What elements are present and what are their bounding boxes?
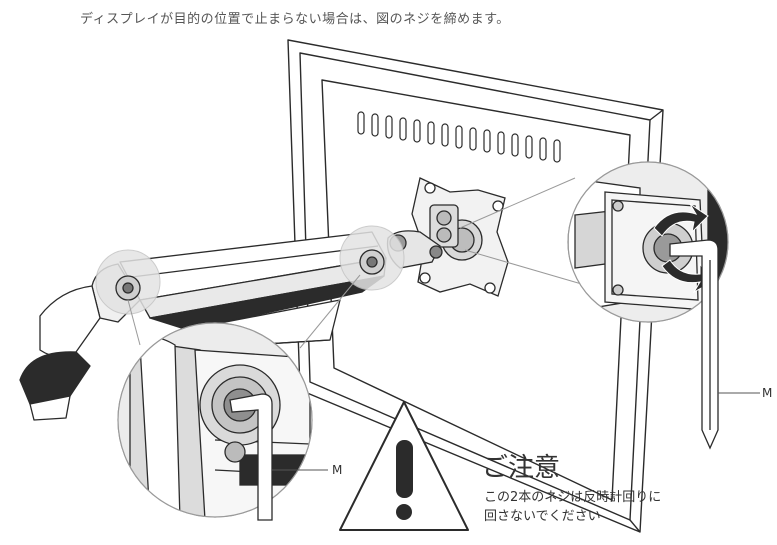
rotate-arrows-icon	[653, 203, 713, 294]
hex-key-icon	[669, 239, 719, 450]
callout-lines	[127, 177, 586, 349]
zoom-circle-left	[117, 322, 313, 518]
vent-slots	[357, 111, 561, 163]
hex-key-left-icon	[229, 393, 273, 521]
warning-triangle-icon	[339, 401, 469, 531]
instruction-text: ディスプレイが目的の位置で止まらない場合は、図のネジを締めます。	[80, 12, 510, 27]
caution-text: この2本のネジは反時計回りに 回さないでください	[484, 488, 661, 526]
callout-label-left: M	[332, 463, 343, 477]
callout-label-right: M	[762, 386, 773, 400]
caution-line-1: この2本のネジは反時計回りに	[484, 490, 662, 505]
caution-line-2: 回さないでください	[484, 509, 601, 524]
caution-title: ご注意	[482, 453, 561, 483]
